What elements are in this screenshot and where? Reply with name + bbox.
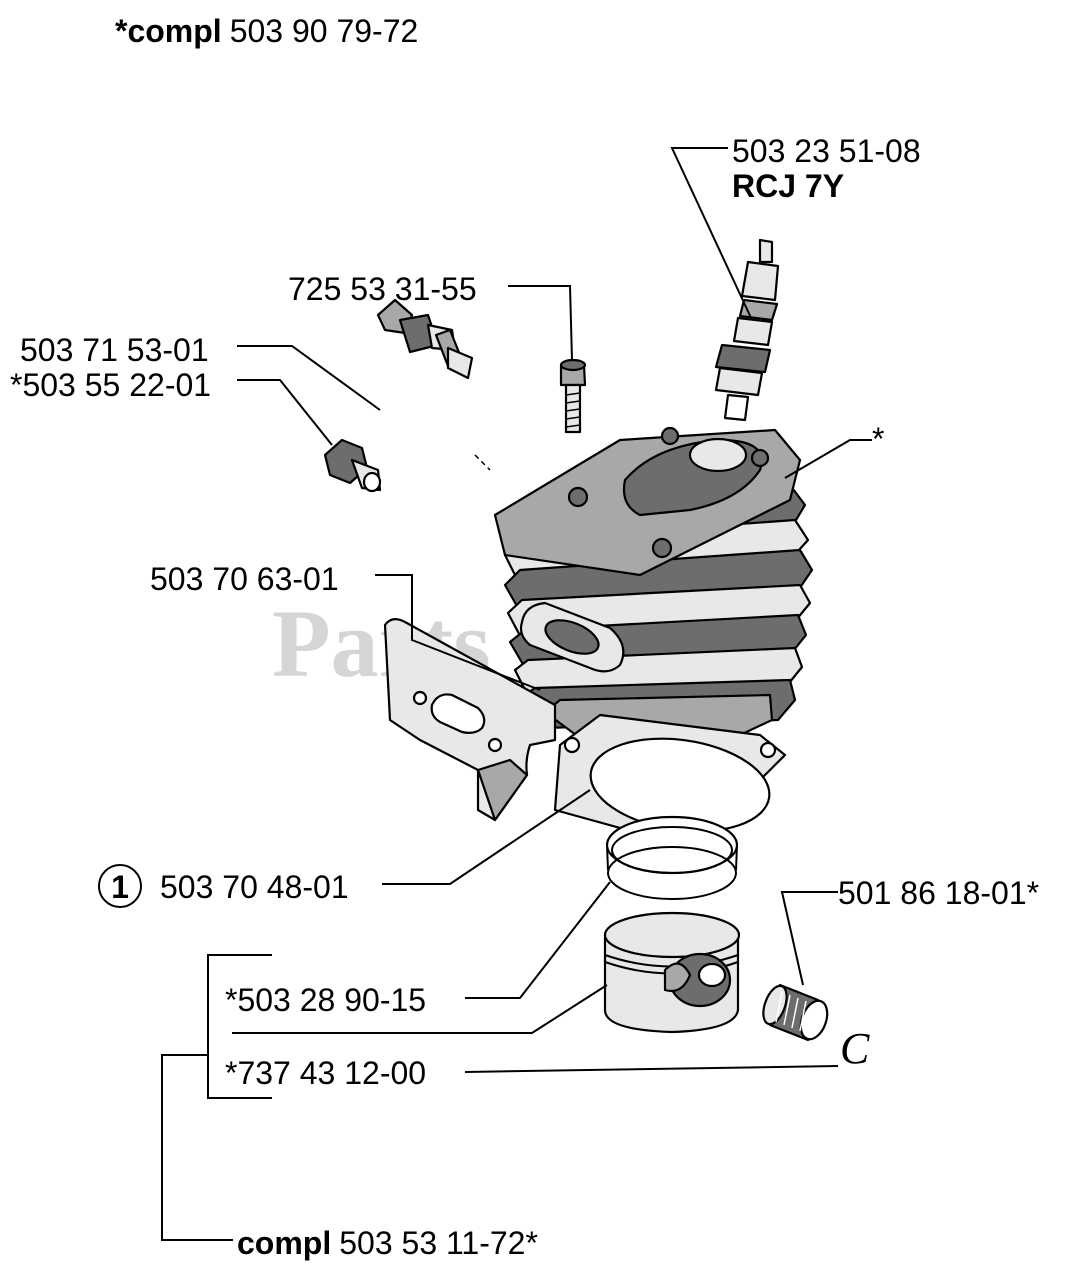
decompression-valve-illustration [376,298,491,471]
circlip-glyph: C [840,1024,870,1073]
cylinder-asterisk: * [872,421,884,457]
plug-nut-part-number: *503 55 22-01 [10,367,211,403]
spark-plug-type: RCJ 7Y [732,168,844,204]
needle-bearing-part-number: 501 86 18-01* [838,875,1039,911]
decompression-valve-part-number: 503 71 53-01 [20,332,209,368]
spark-plug-illustration [714,238,780,422]
cylinder-illustration [493,426,814,740]
assembly-part-number: 503 90 79-72 [230,13,419,49]
piston-illustration [603,911,741,1034]
item-number-badge [98,864,142,908]
heat-shield-illustration [383,618,557,822]
assembly-compl-word: *compl [115,13,222,49]
piston-part-number: *503 28 90-15 [225,982,426,1018]
needle-bearing-illustration [762,983,829,1042]
spark-plug-part-number: 503 23 51-08 [732,133,921,169]
heat-shield-part-number: 503 70 63-01 [150,561,339,597]
plug-nut-illustration [323,438,382,493]
screw-part-number: 725 53 31-55 [288,271,477,307]
piston-kit-part-number: 503 53 11-72* [339,1225,538,1261]
screw-illustration [559,358,587,434]
leader-lines [161,147,872,1241]
item-number: 1 [111,869,129,905]
gasket-part-number: 503 70 48-01 [160,869,349,905]
circlip-part-number: *737 43 12-00 [225,1055,426,1091]
piston-ring-illustration [605,815,739,900]
piston-kit-compl-word: compl [237,1225,331,1261]
